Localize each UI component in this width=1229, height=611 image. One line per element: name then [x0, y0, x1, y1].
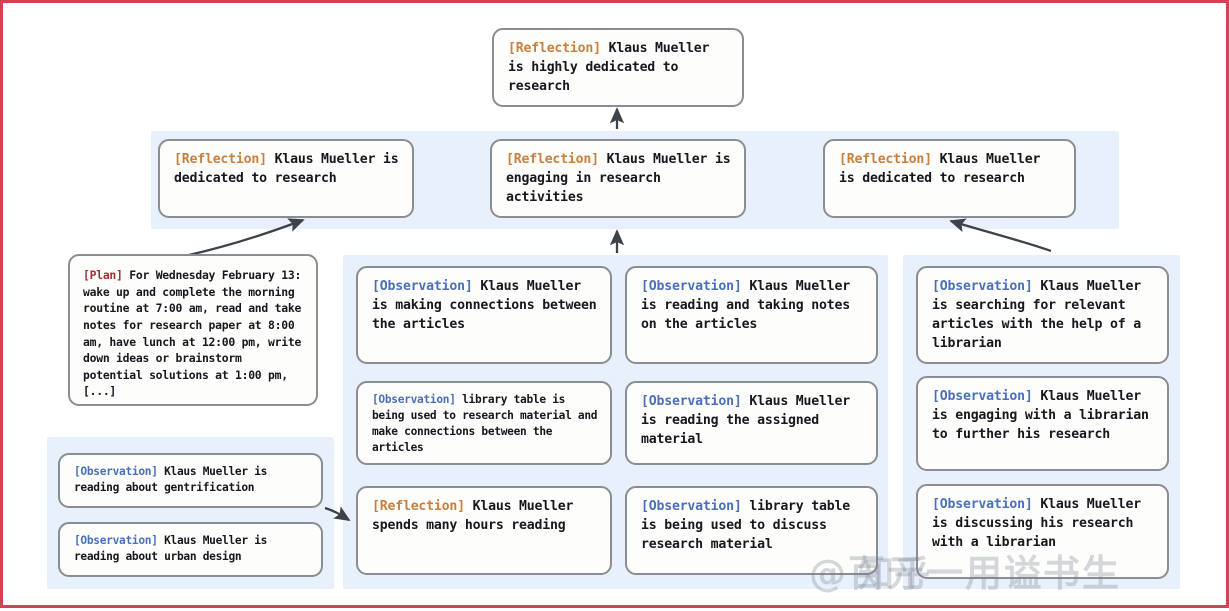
tag-observation: [Observation]: [932, 497, 1033, 512]
node-observation-connections[interactable]: [Observation] Klaus Mueller is making co…: [356, 266, 612, 364]
tag-observation: [Observation]: [641, 394, 742, 409]
tag-observation: [Observation]: [372, 279, 473, 294]
node-text: library table is being used to research …: [372, 393, 604, 454]
diagram-canvas: [Reflection] Klaus Mueller is highly ded…: [3, 3, 1229, 611]
node-text: Klaus Mueller is reading about urban des…: [74, 534, 274, 563]
watermark-handle: @百元一用谥书生: [809, 552, 1121, 595]
node-text: Klaus Mueller is making connections betw…: [372, 279, 605, 333]
node-text: Klaus Mueller is engaging in research ac…: [506, 152, 739, 206]
node-text: Klaus Mueller is highly dedicated to res…: [508, 41, 717, 95]
node-text: library table is being used to discuss r…: [641, 499, 858, 553]
tag-observation: [Observation]: [372, 393, 456, 406]
node-reflection-engaging-center[interactable]: [Reflection] Klaus Mueller is engaging i…: [490, 139, 746, 218]
tag-reflection: [Reflection]: [508, 41, 601, 56]
tag-reflection: [Reflection]: [506, 152, 599, 167]
tag-observation: [Observation]: [932, 389, 1033, 404]
tag-reflection: [Reflection]: [174, 152, 267, 167]
node-reflection-hours-reading[interactable]: [Reflection] Klaus Mueller spends many h…: [356, 486, 612, 575]
tag-plan: [Plan]: [83, 268, 123, 282]
tag-observation: [Observation]: [932, 279, 1033, 294]
node-text: Klaus Mueller is reading about gentrific…: [74, 465, 274, 494]
node-text: Klaus Mueller is dedicated to research: [174, 152, 407, 187]
node-text: Klaus Mueller spends many hours reading: [372, 499, 581, 534]
node-reflection-dedicated-right[interactable]: [Reflection] Klaus Mueller is dedicated …: [823, 139, 1076, 218]
node-text: Klaus Mueller is reading the assigned ma…: [641, 394, 858, 448]
node-text: For Wednesday February 13: wake up and c…: [83, 268, 308, 399]
tag-reflection: [Reflection]: [372, 499, 465, 514]
tag-observation: [Observation]: [641, 279, 742, 294]
watermark-zhihu: 知乎: [858, 554, 931, 595]
tag-reflection: [Reflection]: [839, 152, 932, 167]
node-text: Klaus Mueller is reading and taking note…: [641, 279, 858, 333]
node-reflection-dedicated-left[interactable]: [Reflection] Klaus Mueller is dedicated …: [158, 139, 414, 218]
node-observation-engaging-librarian[interactable]: [Observation] Klaus Mueller is engaging …: [916, 376, 1169, 471]
node-observation-library-table-connections[interactable]: [Observation] library table is being use…: [356, 381, 612, 465]
tag-observation: [Observation]: [641, 499, 742, 514]
node-observation-urban-design[interactable]: [Observation] Klaus Mueller is reading a…: [58, 522, 323, 577]
node-observation-searching-articles[interactable]: [Observation] Klaus Mueller is searching…: [916, 266, 1169, 364]
node-text: Klaus Mueller is engaging with a librari…: [932, 389, 1157, 443]
node-top-reflection[interactable]: [Reflection] Klaus Mueller is highly ded…: [492, 28, 744, 107]
node-plan[interactable]: [Plan] For Wednesday February 13: wake u…: [68, 254, 318, 406]
node-text: Klaus Mueller is discussing his research…: [932, 497, 1149, 551]
node-observation-discussing-librarian[interactable]: [Observation] Klaus Mueller is discussin…: [916, 484, 1169, 579]
node-observation-gentrification[interactable]: [Observation] Klaus Mueller is reading a…: [58, 453, 323, 508]
node-text: Klaus Mueller is searching for relevant …: [932, 279, 1149, 352]
node-observation-library-table-discuss[interactable]: [Observation] library table is being use…: [625, 486, 878, 575]
node-observation-reading-notes[interactable]: [Observation] Klaus Mueller is reading a…: [625, 266, 878, 364]
tag-observation: [Observation]: [74, 465, 158, 478]
node-text: Klaus Mueller is dedicated to research: [839, 152, 1048, 187]
node-observation-assigned-material[interactable]: [Observation] Klaus Mueller is reading t…: [625, 381, 878, 465]
tag-observation: [Observation]: [74, 534, 158, 547]
